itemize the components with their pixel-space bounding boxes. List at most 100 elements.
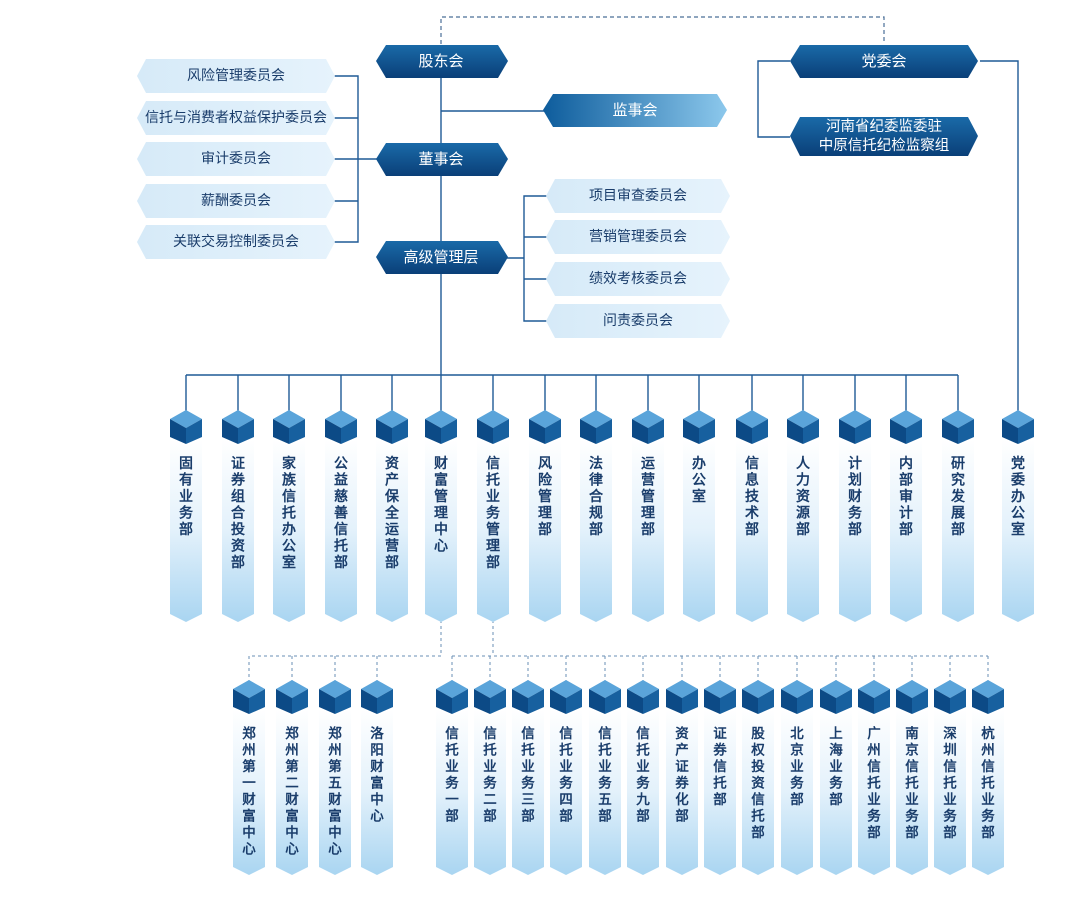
department-9-char: 部 bbox=[589, 521, 603, 538]
wealth-center-1-char: 心 bbox=[242, 842, 256, 858]
department-5-char: 资 bbox=[385, 455, 399, 472]
trust-department-4-char: 部 bbox=[559, 808, 573, 825]
trust-department-1-char: 部 bbox=[445, 808, 459, 825]
shareholders-label: 股东会 bbox=[418, 52, 463, 70]
board-committee-1: 风险管理委员会 bbox=[137, 59, 335, 93]
department-5-char: 保 bbox=[384, 488, 400, 505]
trust-department-15-char: 杭 bbox=[981, 725, 995, 742]
trust-department-4-char: 业 bbox=[559, 759, 573, 775]
trust-department-10-char: 部 bbox=[790, 791, 804, 808]
department-13-char: 资 bbox=[796, 488, 810, 505]
trust-department-7-char: 化 bbox=[675, 791, 689, 808]
department-17-char: 公 bbox=[1011, 506, 1025, 522]
department-10-char: 理 bbox=[641, 506, 655, 522]
trust-department-5-char: 信 bbox=[598, 725, 612, 742]
wealth-center-2-char: 富 bbox=[285, 808, 299, 825]
trust-department-5-char: 五 bbox=[598, 792, 612, 808]
department-16-char: 部 bbox=[951, 521, 965, 538]
department-12-char: 信 bbox=[745, 455, 759, 472]
trust-department-6-char: 部 bbox=[636, 808, 650, 825]
management-committee-1-label: 项目审查委员会 bbox=[589, 188, 687, 204]
trust-department-14-char: 务 bbox=[943, 808, 957, 825]
department-6-char: 理 bbox=[434, 506, 448, 522]
supervisors-label: 监事会 bbox=[612, 101, 657, 119]
trust-department-3-char: 三 bbox=[521, 792, 535, 808]
trust-department-13-char: 南 bbox=[905, 725, 919, 742]
trust-department-3-char: 托 bbox=[521, 742, 535, 759]
trust-department-2-char: 部 bbox=[483, 808, 497, 825]
trust-departments: 信托业务一部信托业务二部信托业务三部信托业务四部信托业务五部信托业务九部资产证券… bbox=[436, 680, 1004, 875]
department-8-char: 管 bbox=[538, 488, 552, 505]
trust-department-7-char: 资 bbox=[675, 725, 689, 742]
department-1-char: 固 bbox=[179, 456, 193, 472]
trust-department-14-char: 信 bbox=[943, 758, 957, 775]
management-committee-4-label: 问责委员会 bbox=[603, 313, 673, 329]
wealth-center-3-char: 中 bbox=[328, 824, 342, 841]
trust-department-11-char: 上 bbox=[829, 726, 843, 742]
wealth-center-4-char: 洛 bbox=[370, 725, 384, 742]
management-committee-2-label: 营销管理委员会 bbox=[589, 229, 687, 245]
trust-department-12-char: 州 bbox=[866, 743, 881, 759]
department-3-char: 托 bbox=[282, 505, 296, 522]
department-14-char: 部 bbox=[848, 521, 862, 538]
party-committee-box: 党委会 bbox=[790, 45, 978, 78]
department-14-char: 财 bbox=[847, 488, 862, 505]
trust-department-8-char: 信 bbox=[713, 758, 727, 775]
board-committee-4: 薪酬委员会 bbox=[137, 184, 335, 218]
trust-department-9-char: 资 bbox=[751, 775, 765, 792]
trust-department-7-char: 产 bbox=[675, 742, 689, 759]
trust-department-13-char: 部 bbox=[905, 824, 919, 841]
trust-department-15-char: 部 bbox=[981, 824, 995, 841]
trust-department-2-char: 务 bbox=[483, 775, 497, 792]
trust-department-13-char: 业 bbox=[905, 792, 919, 808]
department-16-char: 发 bbox=[950, 488, 966, 505]
department-6-char: 中 bbox=[434, 521, 448, 538]
department-15-char: 内 bbox=[899, 455, 913, 472]
trust-department-9-char: 投 bbox=[751, 759, 765, 775]
department-2-char: 部 bbox=[231, 554, 245, 571]
wealth-center-1-char: 州 bbox=[241, 743, 256, 759]
department-11-char: 室 bbox=[692, 488, 706, 505]
trust-department-7-char: 券 bbox=[675, 775, 689, 792]
department-12-char: 术 bbox=[745, 505, 759, 522]
department-6-char: 财 bbox=[433, 455, 448, 472]
department-4-char: 部 bbox=[334, 554, 348, 571]
department-10-char: 部 bbox=[641, 521, 655, 538]
trust-department-2-char: 信 bbox=[483, 725, 497, 742]
department-10-char: 营 bbox=[641, 472, 655, 489]
wealth-center-3-char: 心 bbox=[328, 842, 342, 858]
board-committee-5: 关联交易控制委员会 bbox=[137, 225, 335, 259]
department-5-char: 运 bbox=[385, 522, 399, 538]
department-8-char: 险 bbox=[538, 472, 553, 489]
trust-department-6-char: 托 bbox=[636, 742, 650, 759]
trust-department-2-char: 业 bbox=[483, 759, 497, 775]
department-9-char: 合 bbox=[589, 488, 604, 505]
trust-department-4-char: 务 bbox=[559, 775, 573, 792]
trust-department-9-char: 信 bbox=[751, 791, 765, 808]
department-8-char: 风 bbox=[538, 456, 552, 472]
wealth-center-2-char: 郑 bbox=[285, 725, 299, 742]
board-box: 董事会 bbox=[376, 143, 508, 176]
department-3-char: 家 bbox=[282, 455, 297, 472]
discipline-group-box: 河南省纪委监委驻 中原信托纪检监察组 bbox=[790, 117, 978, 156]
trust-department-12-char: 部 bbox=[867, 824, 881, 841]
department-16-char: 展 bbox=[951, 506, 965, 522]
department-8-char: 部 bbox=[538, 521, 552, 538]
department-2-char: 合 bbox=[231, 505, 246, 522]
